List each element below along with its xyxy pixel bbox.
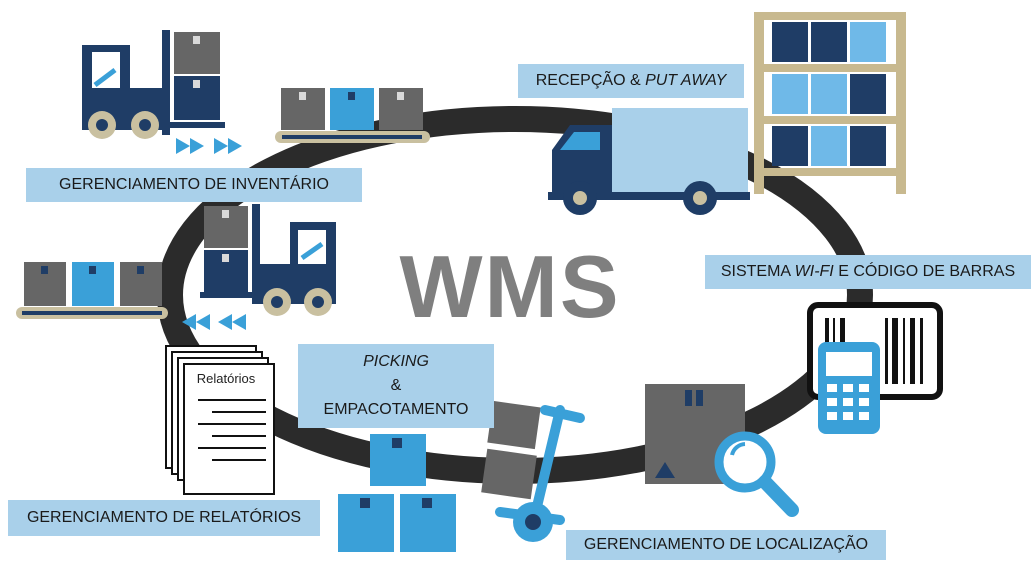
label-recepcao-text: RECEPÇÃO & xyxy=(535,72,646,89)
label-picking-text: PICKING xyxy=(363,353,429,370)
label-sistema-text: SISTEMA xyxy=(720,263,795,280)
label-sistema-wifi-codigo-barras: SISTEMA WI-FI E CÓDIGO DE BARRAS xyxy=(705,255,1031,289)
magnifier-icon xyxy=(714,431,799,517)
truck-icon xyxy=(548,108,750,215)
label-gerenciamento-inventario: GERENCIAMENTO DE INVENTÁRIO xyxy=(26,168,362,202)
label-empacotamento-text: EMPACOTAMENTO xyxy=(323,401,469,418)
center-title: WMS xyxy=(399,237,621,336)
label-wifi-text: WI-FI xyxy=(794,263,834,280)
box-icon xyxy=(174,32,220,120)
box-icon xyxy=(204,206,248,292)
hand-truck-icon xyxy=(481,400,585,542)
document-title: Relatórios xyxy=(196,371,256,386)
label-gerenciamento-localizacao: GERENCIAMENTO DE LOCALIZAÇÃO xyxy=(566,530,886,560)
arrow-icon xyxy=(176,138,242,154)
barcode-scanner-icon xyxy=(807,302,943,434)
report-documents-icon xyxy=(165,345,275,495)
box-icon xyxy=(338,434,456,552)
label-codigo-barras-text: E CÓDIGO DE BARRAS xyxy=(833,263,1016,280)
shelf-icon xyxy=(754,12,906,194)
forklift-icon xyxy=(82,30,225,139)
label-picking-empacotamento: PICKING & EMPACOTAMENTO xyxy=(298,344,494,428)
label-gerenciamento-relatorios: GERENCIAMENTO DE RELATÓRIOS xyxy=(8,500,320,536)
label-recepcao-put-away: RECEPÇÃO & PUT AWAY xyxy=(518,64,744,98)
forklift-icon xyxy=(200,204,336,316)
arrow-icon xyxy=(182,314,246,330)
conveyor-icon xyxy=(16,262,168,319)
label-put-away-text: PUT AWAY xyxy=(645,72,727,89)
conveyor-icon xyxy=(275,88,430,143)
label-ampersand-text: & xyxy=(390,377,402,394)
